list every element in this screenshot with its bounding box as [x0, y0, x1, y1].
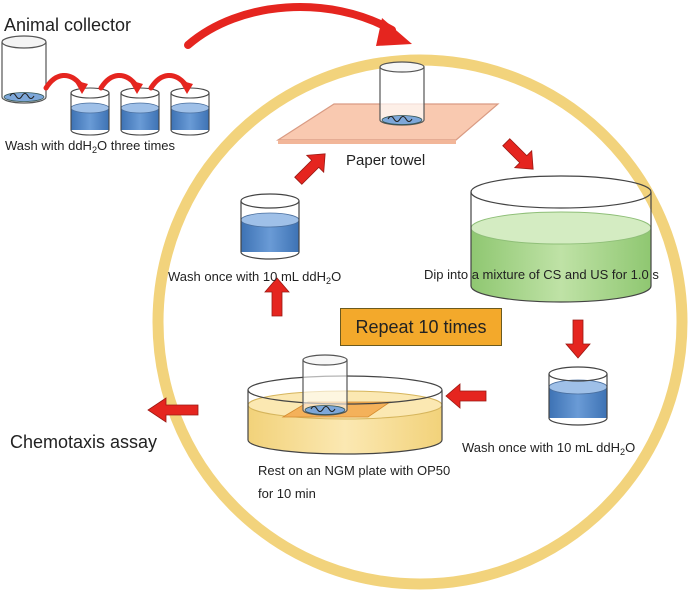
cycle-ring — [152, 54, 688, 590]
animal-collector-cup — [1, 35, 47, 104]
wash-three-times-label: Wash with ddH2O three times — [5, 138, 176, 155]
wash-once-right-text-a: Wash once with 10 mL ddH — [462, 440, 620, 455]
ngm-plate-cup — [302, 354, 348, 416]
wash-three-text-b: O three times — [97, 138, 176, 153]
mixture-container — [470, 175, 652, 303]
rest-plate-label-line2: for 10 min — [258, 486, 316, 501]
paper-towel-cup — [379, 61, 425, 126]
wash-three-subscript: 2 — [91, 145, 97, 155]
wash-beaker-2 — [120, 87, 160, 136]
wash-beaker-left — [240, 193, 300, 260]
arrow-mixture-to-beaker — [565, 319, 591, 359]
wash-three-text-a: Wash with ddH — [5, 138, 92, 153]
wash-beaker-3 — [170, 87, 210, 136]
arrow-beaker-to-towel — [294, 153, 326, 185]
wash-once-right-subscript: 2 — [620, 447, 626, 457]
arrow-to-chemotaxis — [147, 397, 199, 423]
wash-beaker-1 — [70, 87, 110, 136]
small-arrow-heads — [74, 80, 193, 94]
rest-plate-label-line1: Rest on an NGM plate with OP50 — [258, 463, 451, 478]
wash-once-left-text-a: Wash once with 10 mL ddH — [168, 269, 326, 284]
block-arrows — [147, 138, 591, 423]
arrow-plate-to-beaker — [264, 277, 290, 317]
small-curved-arrows — [43, 73, 188, 91]
dip-mixture-label: Dip into a mixture of CS and US for 1.0 … — [424, 267, 659, 282]
wash-once-right-text-b: O — [625, 440, 636, 455]
wash-once-right-label: Wash once with 10 mL ddH2O — [462, 440, 636, 457]
wash-once-left-text-b: O — [331, 269, 342, 284]
arrow-towel-to-mixture — [502, 138, 534, 170]
wash-once-left-subscript: 2 — [326, 276, 332, 286]
animal-collector-label: Animal collector — [4, 15, 132, 35]
paper-towel-label: Paper towel — [346, 152, 426, 169]
wash-once-left-label: Wash once with 10 mL ddH2O — [168, 269, 342, 286]
repeat-label: Repeat 10 times — [355, 316, 487, 337]
curved-arrow-top — [184, 3, 412, 49]
arrow-beaker-to-plate — [445, 383, 487, 409]
wash-beaker-right — [548, 366, 608, 426]
repeat-badge: Repeat 10 times — [340, 308, 502, 346]
chemotaxis-assay-label: Chemotaxis assay — [10, 432, 158, 452]
